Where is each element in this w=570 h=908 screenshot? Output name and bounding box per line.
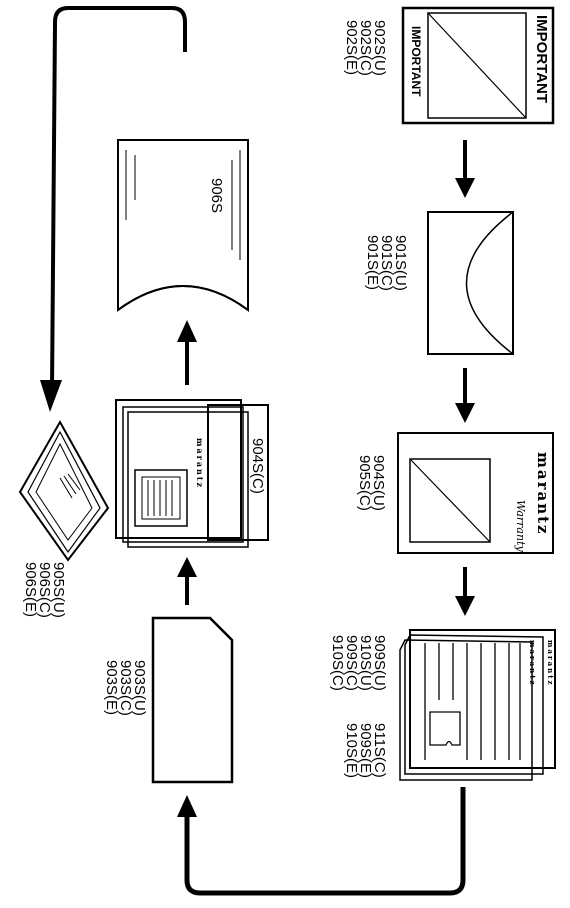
code-label: 904S(C) xyxy=(249,438,266,494)
connector-top xyxy=(40,6,187,412)
code-label: 905S(U) xyxy=(50,562,67,618)
connector-bottom xyxy=(177,787,466,896)
code-label: 904S(U) xyxy=(370,455,387,511)
folder-904: marantz 904S(C) xyxy=(115,399,269,548)
envelope xyxy=(427,211,514,355)
brand-logo: marantz xyxy=(195,438,205,489)
card-903 xyxy=(151,616,234,784)
bag-code: 906S xyxy=(208,178,225,213)
code-label: 906S(E) xyxy=(22,562,39,617)
arrow-up-icon xyxy=(177,557,197,605)
card-903-codes: 903S(U) 903S(C) 903S(E) xyxy=(103,660,148,716)
manual-stack: marantz marantz xyxy=(399,629,556,781)
important-codes: 902S(U) 902S(C) 902S(E) xyxy=(343,20,388,76)
envelope-codes: 901S(U) 901S(C) 901S(E) xyxy=(364,235,409,291)
code-label: 909S(E) xyxy=(357,723,374,778)
brand-logo: marantz xyxy=(528,640,537,686)
code-label: 906S(C) xyxy=(36,562,53,618)
code-label: 905S(C) xyxy=(356,455,373,511)
brand-logo: marantz xyxy=(546,640,555,686)
code-label: 903S(C) xyxy=(117,660,134,716)
code-label: 910S(C) xyxy=(329,635,346,691)
code-label: 910S(U) xyxy=(357,635,374,691)
code-label: 901S(E) xyxy=(364,235,381,290)
code-label: 903S(U) xyxy=(131,660,148,716)
warranty-codes: 904S(U) 905S(C) xyxy=(356,455,387,511)
important-title-large: IMPORTANT xyxy=(533,15,550,103)
code-label: 901S(U) xyxy=(392,235,409,291)
arrow-down-icon xyxy=(455,368,475,423)
brand-logo: marantz xyxy=(534,452,552,536)
code-label: 902S(E) xyxy=(343,20,360,75)
code-label: 902S(C) xyxy=(357,20,374,76)
arrow-down-icon xyxy=(455,140,475,198)
code-label: 902S(U) xyxy=(371,20,388,76)
code-label: 911S(C) xyxy=(371,723,388,778)
packet-905 xyxy=(18,419,110,562)
bag-906: 906S xyxy=(117,139,249,312)
packet-905-codes: 905S(U) 906S(C) 906S(E) xyxy=(22,562,67,618)
code-label: 909S(C) xyxy=(343,635,360,691)
code-label: 909S(U) xyxy=(371,635,388,691)
arrow-up-icon xyxy=(177,320,197,385)
warranty-script: Warranty xyxy=(514,500,527,552)
warranty-card: marantz Warranty xyxy=(397,432,554,554)
manual-codes: 909S(U) 910S(U) 909S(C) 910S(C) 911S(C) … xyxy=(329,635,388,778)
code-label: 910S(E) xyxy=(343,723,360,778)
arrow-down-icon xyxy=(455,567,475,616)
code-label: 901S(C) xyxy=(378,235,395,291)
important-title-small: IMPORTANT xyxy=(409,26,423,97)
important-sheet: IMPORTANT IMPORTANT xyxy=(401,6,555,125)
code-label: 903S(E) xyxy=(103,660,120,715)
